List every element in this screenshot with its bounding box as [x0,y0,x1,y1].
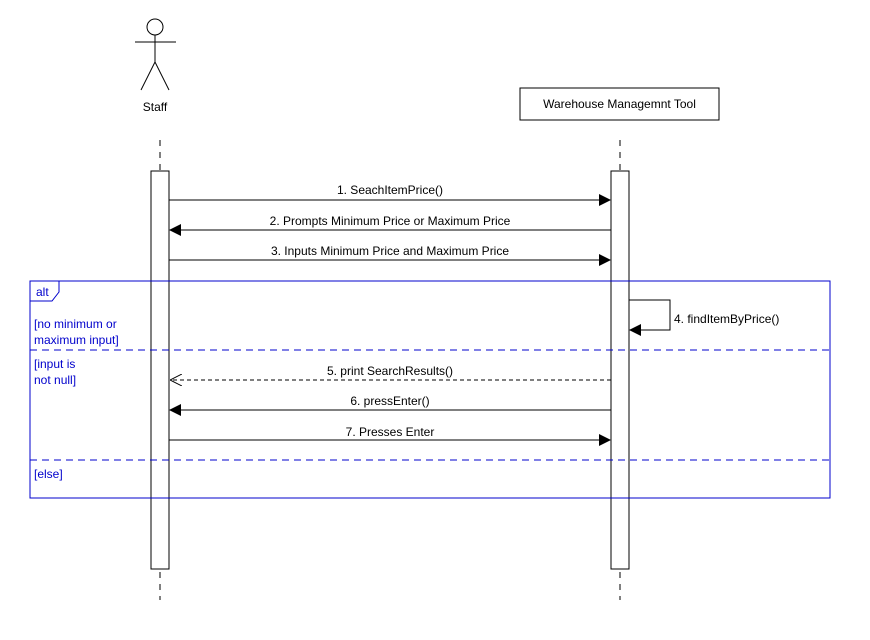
message-7-label: 7. Presses Enter [346,425,435,439]
alt-frame-tag: alt [36,285,49,299]
warehouse-tool-activation-bar [610,170,630,570]
message-4-arrow [629,299,671,336]
message-6-label: 6. pressEnter() [350,394,429,408]
alt-frame-tag-box [30,280,60,302]
warehouse-tool-box [519,87,720,121]
guard-3-line-1: [else] [34,467,63,481]
alt-frame [29,280,831,499]
message-1-label: 1. SeachItemPrice() [337,183,443,197]
warehouse-tool-label: Warehouse Managemnt Tool [543,97,696,111]
guard-2-line-2: not null] [34,373,76,387]
message-3-label: 3. Inputs Minimum Price and Maximum Pric… [271,244,509,258]
guard-1-line-2: maximum input] [34,333,119,347]
message-2-label: 2. Prompts Minimum Price or Maximum Pric… [270,214,511,228]
message-4-label: 4. findItemByPrice() [674,312,779,326]
staff-actor-icon [135,18,176,91]
staff-activation-bar [150,170,170,570]
guard-2-line-1: [input is [34,357,75,371]
message-5-label: 5. print SearchResults() [327,364,453,378]
staff-actor-label: Staff [143,100,168,114]
guard-1-line-1: [no minimum or [34,317,117,331]
